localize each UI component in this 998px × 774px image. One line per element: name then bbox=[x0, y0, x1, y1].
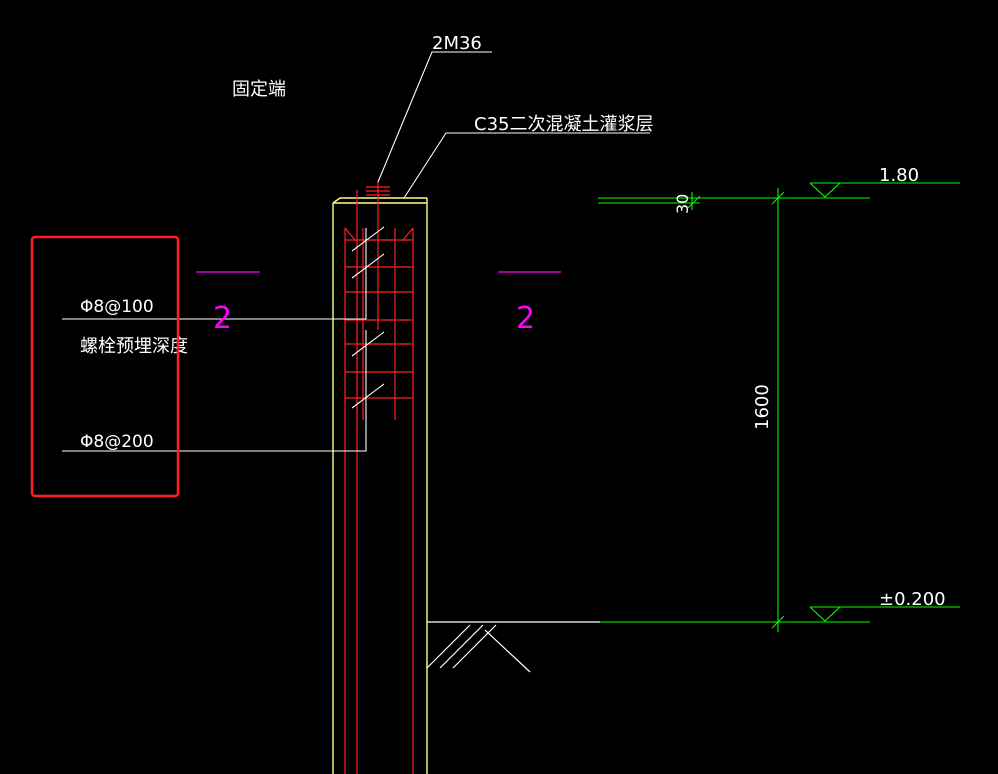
column-outline bbox=[332, 197, 428, 774]
section-mark-left: 2 bbox=[213, 301, 232, 336]
rebar-cage bbox=[344, 190, 414, 774]
fixed-end-label: 固定端 bbox=[232, 79, 286, 100]
section-mark-right: 2 bbox=[516, 301, 535, 336]
bolt-embed-depth-label: 螺栓预埋深度 bbox=[80, 336, 188, 357]
tie-marks bbox=[351, 226, 385, 409]
elevation-top-label: 1.80 bbox=[879, 165, 919, 186]
grout-layer-label: C35二次混凝土灌浆层 bbox=[474, 114, 653, 135]
dimension-30-label: 30 bbox=[673, 194, 692, 214]
dimension-lines bbox=[598, 182, 960, 632]
rebar-top-label: Φ8@100 bbox=[80, 297, 154, 317]
ground-line bbox=[426, 621, 600, 673]
elevation-ground-label: ±0.200 bbox=[879, 589, 946, 610]
bolt-spec-label: 2M36 bbox=[432, 33, 482, 54]
highlight-box bbox=[30, 235, 180, 498]
leader-lines bbox=[62, 51, 650, 452]
dimension-1600-label: 1600 bbox=[752, 384, 773, 430]
anchor-bolt bbox=[366, 182, 390, 330]
rebar-bottom-label: Φ8@200 bbox=[80, 432, 154, 452]
